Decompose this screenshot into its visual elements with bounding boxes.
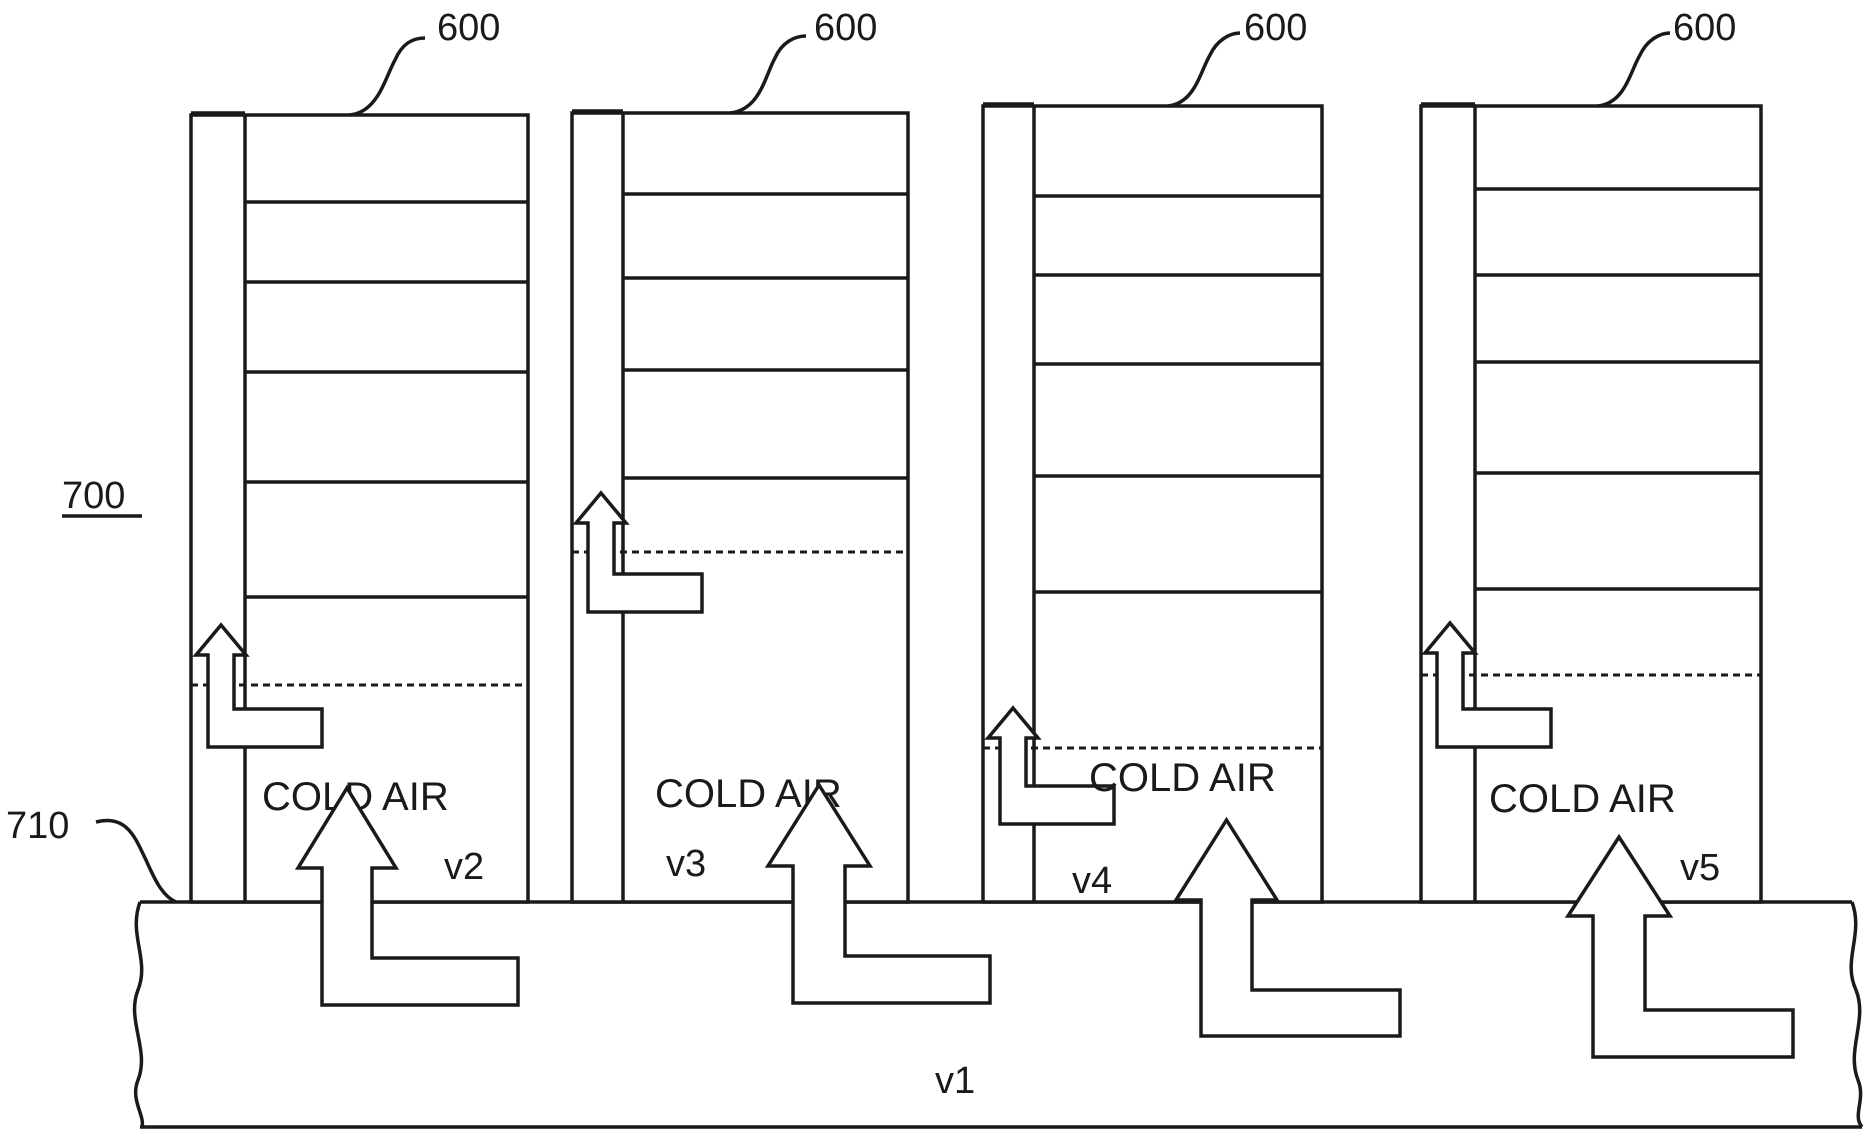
rack-reference-leader: [349, 36, 426, 117]
floor-cold-air-arrows: [294, 781, 1795, 1059]
rack-reference-label: 600: [437, 7, 500, 49]
rack-velocity-label: v4: [1072, 860, 1112, 902]
rack-outline: [981, 104, 1324, 904]
rack-reference-label: 600: [814, 7, 877, 49]
cold-air-label: COLD AIR: [1489, 777, 1676, 821]
rack-reference-leader: [1597, 31, 1671, 108]
rack-airflow-arrow-icon: [192, 622, 324, 749]
rack-outline: [570, 111, 910, 904]
floor-airflow-arrow-icon: [764, 781, 992, 1005]
floor-airflow-arrow-icon: [1172, 816, 1402, 1038]
floor-velocity-label: v1: [935, 1060, 975, 1102]
rack-airflow-arrow-icon: [984, 705, 1116, 826]
rack-velocity-label: v3: [666, 843, 706, 885]
floor-airflow-arrow-icon: [1564, 833, 1795, 1059]
rack-velocity-label: v5: [1680, 847, 1720, 889]
rack-reference-label: 600: [1244, 7, 1307, 49]
floor-right-break: [1849, 901, 1864, 1129]
rack-reference-leader: [1167, 31, 1241, 108]
rack-airflow-arrow-icon: [572, 490, 704, 614]
rack-velocity-label: v2: [444, 846, 484, 888]
floor-left-break: [132, 901, 145, 1128]
rack-outline: [189, 113, 530, 904]
floor-airflow-arrow-icon: [294, 784, 520, 1007]
rack-airflow-arrow-icon: [1421, 620, 1553, 749]
system-reference-label: 700: [62, 475, 125, 517]
rack-reference-label: 600: [1673, 7, 1736, 49]
rack-reference-leader: [729, 34, 807, 115]
cold-air-label: COLD AIR: [1089, 756, 1276, 800]
rack-outline: [1419, 104, 1763, 904]
floor-reference-leader: [95, 818, 177, 904]
floor-reference-label: 710: [6, 805, 69, 847]
